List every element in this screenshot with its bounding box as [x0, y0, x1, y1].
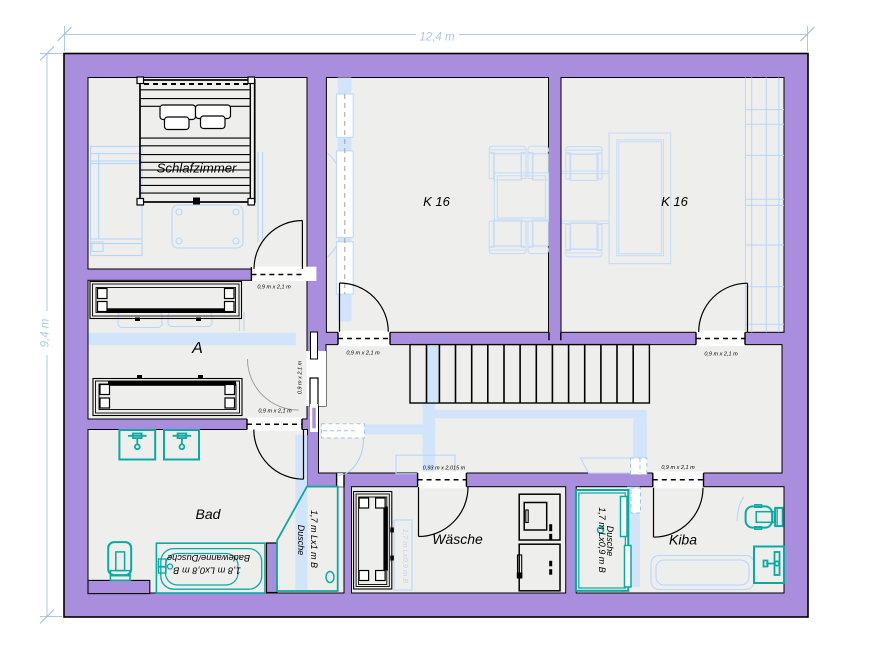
- svg-text:Wäsche: Wäsche: [432, 531, 483, 547]
- svg-text:0,9 m x 2,1 m: 0,9 m x 2,1 m: [346, 351, 380, 357]
- svg-text:1,7 m Lx1 m B: 1,7 m Lx1 m B: [309, 510, 319, 568]
- svg-text:A: A: [191, 340, 203, 357]
- svg-text:K 16: K 16: [661, 194, 689, 209]
- svg-text:0,93 m x 2,015 m: 0,93 m x 2,015 m: [423, 466, 466, 472]
- svg-text:0,9 m x 2,1 m: 0,9 m x 2,1 m: [298, 360, 304, 394]
- svg-text:Kiba: Kiba: [669, 532, 697, 548]
- svg-text:Badewanne/Dusche: Badewanne/Dusche: [167, 553, 250, 563]
- svg-text:0,9 m x 2,1 m: 0,9 m x 2,1 m: [704, 352, 738, 358]
- svg-text:1,7 m Lx0,9 m B: 1,7 m Lx0,9 m B: [597, 507, 607, 573]
- svg-text:1,7 m Lx0,9 m B: 1,7 m Lx0,9 m B: [401, 529, 410, 584]
- svg-text:0,9 m x 2,1 m: 0,9 m x 2,1 m: [661, 465, 695, 471]
- svg-text:0,9 m x 2,1 m: 0,9 m x 2,1 m: [257, 285, 291, 291]
- svg-text:Dusche: Dusche: [605, 526, 615, 557]
- svg-text:9,4 m: 9,4 m: [40, 318, 52, 347]
- svg-text:Bad: Bad: [196, 506, 222, 522]
- svg-text:Schlafzimmer: Schlafzimmer: [157, 161, 237, 176]
- svg-text:12,4 m: 12,4 m: [419, 32, 455, 44]
- svg-text:1,8 m Lx0,8 m B: 1,8 m Lx0,8 m B: [173, 566, 241, 576]
- svg-text:K 16: K 16: [423, 194, 451, 209]
- svg-text:Dusche: Dusche: [296, 525, 306, 556]
- svg-text:0,9 m x 2,1 m: 0,9 m x 2,1 m: [258, 409, 292, 415]
